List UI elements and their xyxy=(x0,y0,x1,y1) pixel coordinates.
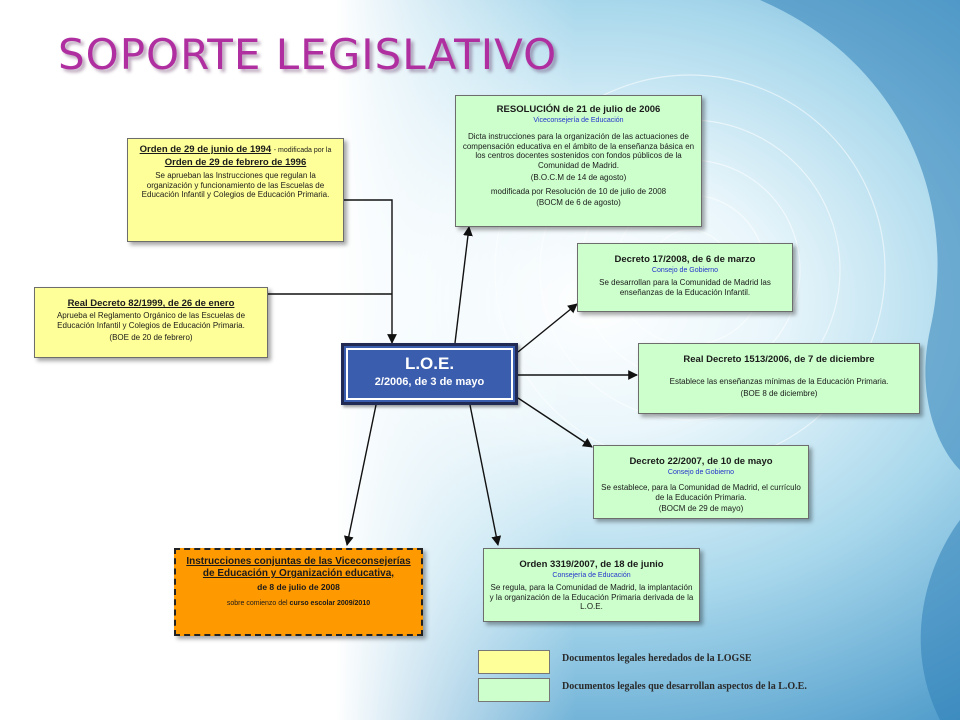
instrucciones-2008-date: de 8 de julio de 2008 xyxy=(257,582,340,592)
connector-instrucciones-2008 xyxy=(343,404,377,546)
instrucciones-2008-heading: Instrucciones conjuntas de las Viceconse… xyxy=(186,556,411,579)
loe-center-box: L.O.E. 2/2006, de 3 de mayo xyxy=(341,343,518,405)
box-rd-82-1999: Real Decreto 82/1999, de 26 de enero Apr… xyxy=(34,287,268,358)
orden-3319-2007-author: Consejería de Educación xyxy=(552,572,631,580)
box-orden-1994: Orden de 29 de junio de 1994 - modificad… xyxy=(127,138,344,242)
orden-3319-2007-heading: Orden 3319/2007, de 18 de junio xyxy=(519,559,664,570)
rd-1513-2006-heading: Real Decreto 1513/2006, de 7 de diciembr… xyxy=(683,354,875,365)
orden-1994-heading-note: - modificada por la xyxy=(273,147,332,154)
orden-3319-2007-body: Se regula, para la Comunidad de Madrid, … xyxy=(489,582,694,612)
box-decreto-22-2007: Decreto 22/2007, de 10 de mayo Consejo d… xyxy=(593,445,809,519)
decreto-22-2007-heading: Decreto 22/2007, de 10 de mayo xyxy=(629,456,773,467)
legend-label-logse: Documentos legales heredados de la LOGSE xyxy=(562,653,752,664)
rd-1513-2006-body: Establece las enseñanzas mínimas de la E… xyxy=(669,377,889,387)
rd-82-1999-body: Aprueba el Reglamento Orgánico de las Es… xyxy=(56,311,246,331)
decreto-22-2007-body2: (BOCM de 29 de mayo) xyxy=(658,504,744,514)
box-orden-3319-2007: Orden 3319/2007, de 18 de junio Consejer… xyxy=(483,548,700,622)
connector-decreto-17-2008 xyxy=(517,303,578,353)
legend-label-loe: Documentos legales que desarrollan aspec… xyxy=(562,681,807,692)
instrucciones-2008-note-bold: curso escolar 2009/2010 xyxy=(289,600,371,608)
resolucion-2006-heading: RESOLUCIÓN de 21 de julio de 2006 xyxy=(496,104,661,115)
box-instrucciones-2008: Instrucciones conjuntas de las Viceconse… xyxy=(174,548,423,636)
rd-1513-2006-body2: (BOE 8 de diciembre) xyxy=(740,389,818,399)
connector-orden-1994 xyxy=(344,199,397,344)
rd-82-1999-heading: Real Decreto 82/1999, de 26 de enero xyxy=(67,298,235,309)
connector-orden-3319-2007 xyxy=(469,404,502,546)
decreto-22-2007-author: Consejo de Gobierno xyxy=(667,469,735,477)
resolucion-2006-body3: modificada por Resolución de 10 de julio… xyxy=(490,186,667,196)
decreto-17-2008-author: Consejo de Gobierno xyxy=(651,267,719,275)
decreto-17-2008-heading: Decreto 17/2008, de 6 de marzo xyxy=(614,254,756,265)
connector-resolucion-2006 xyxy=(454,226,473,344)
resolucion-2006-author: Viceconsejería de Educación xyxy=(533,117,624,125)
box-decreto-17-2008: Decreto 17/2008, de 6 de marzo Consejo d… xyxy=(577,243,793,312)
decreto-17-2008-body: Se desarrollan para la Comunidad de Madr… xyxy=(599,277,771,297)
rd-82-1999-body2: (BOE de 20 de febrero) xyxy=(109,332,193,342)
legend-swatch-yellow xyxy=(478,650,550,674)
resolucion-2006-body2: (B.O.C.M de 14 de agosto) xyxy=(530,172,627,182)
orden-1994-heading2: Orden de 29 de febrero de 1996 xyxy=(164,157,307,169)
instrucciones-2008-note: sobre comienzo del xyxy=(226,600,288,608)
legend-item-logse: Documentos legales heredados de la LOGSE xyxy=(478,650,838,674)
page-title: SOPORTE LEGISLATIVO xyxy=(58,30,558,79)
box-rd-1513-2006: Real Decreto 1513/2006, de 7 de diciembr… xyxy=(638,343,920,414)
legend-item-loe: Documentos legales que desarrollan aspec… xyxy=(478,678,838,702)
loe-title: L.O.E. xyxy=(404,354,455,373)
legend-swatch-green xyxy=(478,678,550,702)
orden-1994-body: Se aprueban las Instrucciones que regula… xyxy=(141,170,330,200)
resolucion-2006-body: Dicta instrucciones para la organización… xyxy=(462,131,695,171)
box-resolucion-2006: RESOLUCIÓN de 21 de julio de 2006 Viceco… xyxy=(455,95,702,227)
orden-1994-heading: Orden de 29 de junio de 1994 xyxy=(139,144,272,155)
resolucion-2006-body4: (BOCM de 6 de agosto) xyxy=(536,198,621,208)
connector-decreto-22-2007 xyxy=(517,397,593,448)
decreto-22-2007-body: Se establece, para la Comunidad de Madri… xyxy=(601,482,801,502)
loe-subtitle: 2/2006, de 3 de mayo xyxy=(374,376,485,388)
